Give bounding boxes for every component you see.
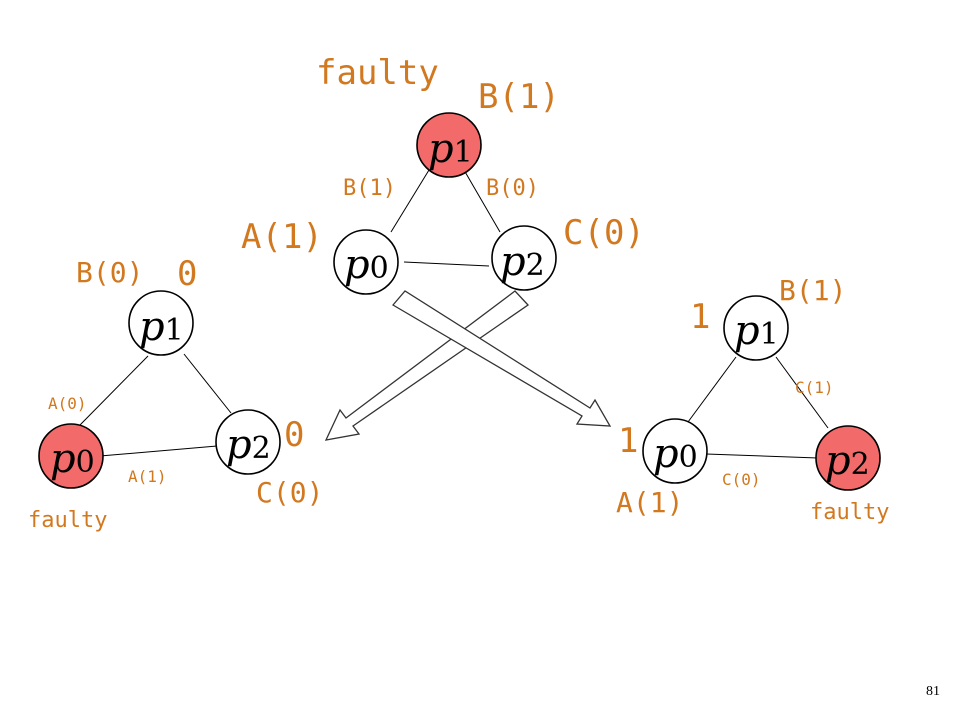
right-edge-p1-p2 — [775, 356, 829, 429]
left-p1-decision: 0 — [177, 254, 197, 294]
right-edge-label-p1-p2: C(1) — [795, 378, 834, 397]
top-edge-p0-p2 — [403, 261, 490, 267]
top-p1-value: B(1) — [478, 77, 560, 117]
left-p2-value: C(0) — [256, 476, 323, 509]
left-triangle: p1 p0 p2 B(0) 0 0 A(0) A(1) C(0) faulty — [28, 254, 323, 533]
top-node-p1-label: p1 — [428, 126, 473, 172]
right-node-p0-label: p0 — [653, 431, 698, 477]
top-node-p2-label: p2 — [500, 239, 545, 285]
top-node-p2 — [491, 225, 557, 291]
crossing-arrows — [324, 290, 612, 441]
right-p0-decision: 1 — [618, 421, 638, 461]
right-node-p1 — [723, 295, 789, 361]
right-triangle: p1 p0 p2 B(1) 1 1 C(1) C(0) A(1) faulty — [616, 274, 889, 525]
left-edge-label-p0-p2: A(1) — [128, 467, 167, 486]
arrow-to-right-triangle — [392, 290, 612, 427]
top-node-p0 — [333, 229, 399, 295]
arrow-to-left-triangle — [324, 290, 529, 441]
right-p0-value: A(1) — [616, 486, 683, 519]
left-node-p1 — [128, 290, 194, 356]
left-p1-value: B(0) — [76, 256, 143, 289]
right-node-p0 — [642, 418, 708, 484]
top-p2-value: C(0) — [563, 213, 645, 253]
top-triangle: p1 p0 p2 faulty B(1) B(1) B(0) A(1) C(0) — [241, 53, 645, 295]
right-node-p2-label: p2 — [825, 438, 870, 484]
top-edge-label-p1-p0: B(1) — [343, 176, 396, 201]
top-edge-p1-p2 — [463, 169, 501, 233]
top-faulty-label: faulty — [316, 53, 439, 93]
left-faulty-label: faulty — [28, 508, 107, 533]
right-p1-value: B(1) — [779, 274, 846, 307]
left-p2-decision: 0 — [284, 415, 304, 455]
right-node-p1-label: p1 — [734, 308, 779, 354]
left-node-p0-label: p0 — [50, 436, 95, 482]
left-edge-p1-p0 — [79, 355, 149, 426]
right-p1-decision: 1 — [690, 297, 710, 337]
left-edge-p1-p2 — [183, 353, 232, 414]
left-node-p2-label: p2 — [226, 422, 271, 468]
left-edge-p0-p2 — [99, 445, 218, 457]
right-edge-p0-p2 — [705, 453, 819, 459]
right-node-p2-faulty — [815, 425, 881, 491]
right-faulty-label: faulty — [810, 500, 889, 525]
top-edge-label-p1-p2: B(0) — [486, 176, 539, 201]
page-number: 81 — [926, 684, 940, 699]
top-edge-p1-p0 — [390, 169, 430, 233]
left-node-p0-faulty — [38, 423, 104, 489]
left-node-p1-label: p1 — [139, 304, 184, 350]
left-edge-label-p0-p1: A(0) — [48, 394, 87, 413]
top-node-p0-label: p0 — [344, 242, 389, 288]
right-edge-p1-p0 — [687, 356, 737, 423]
left-node-p2 — [215, 409, 281, 475]
top-node-p1-faulty — [416, 112, 482, 178]
right-edge-label-p0-p2: C(0) — [722, 470, 761, 489]
top-p0-value: A(1) — [241, 217, 323, 257]
